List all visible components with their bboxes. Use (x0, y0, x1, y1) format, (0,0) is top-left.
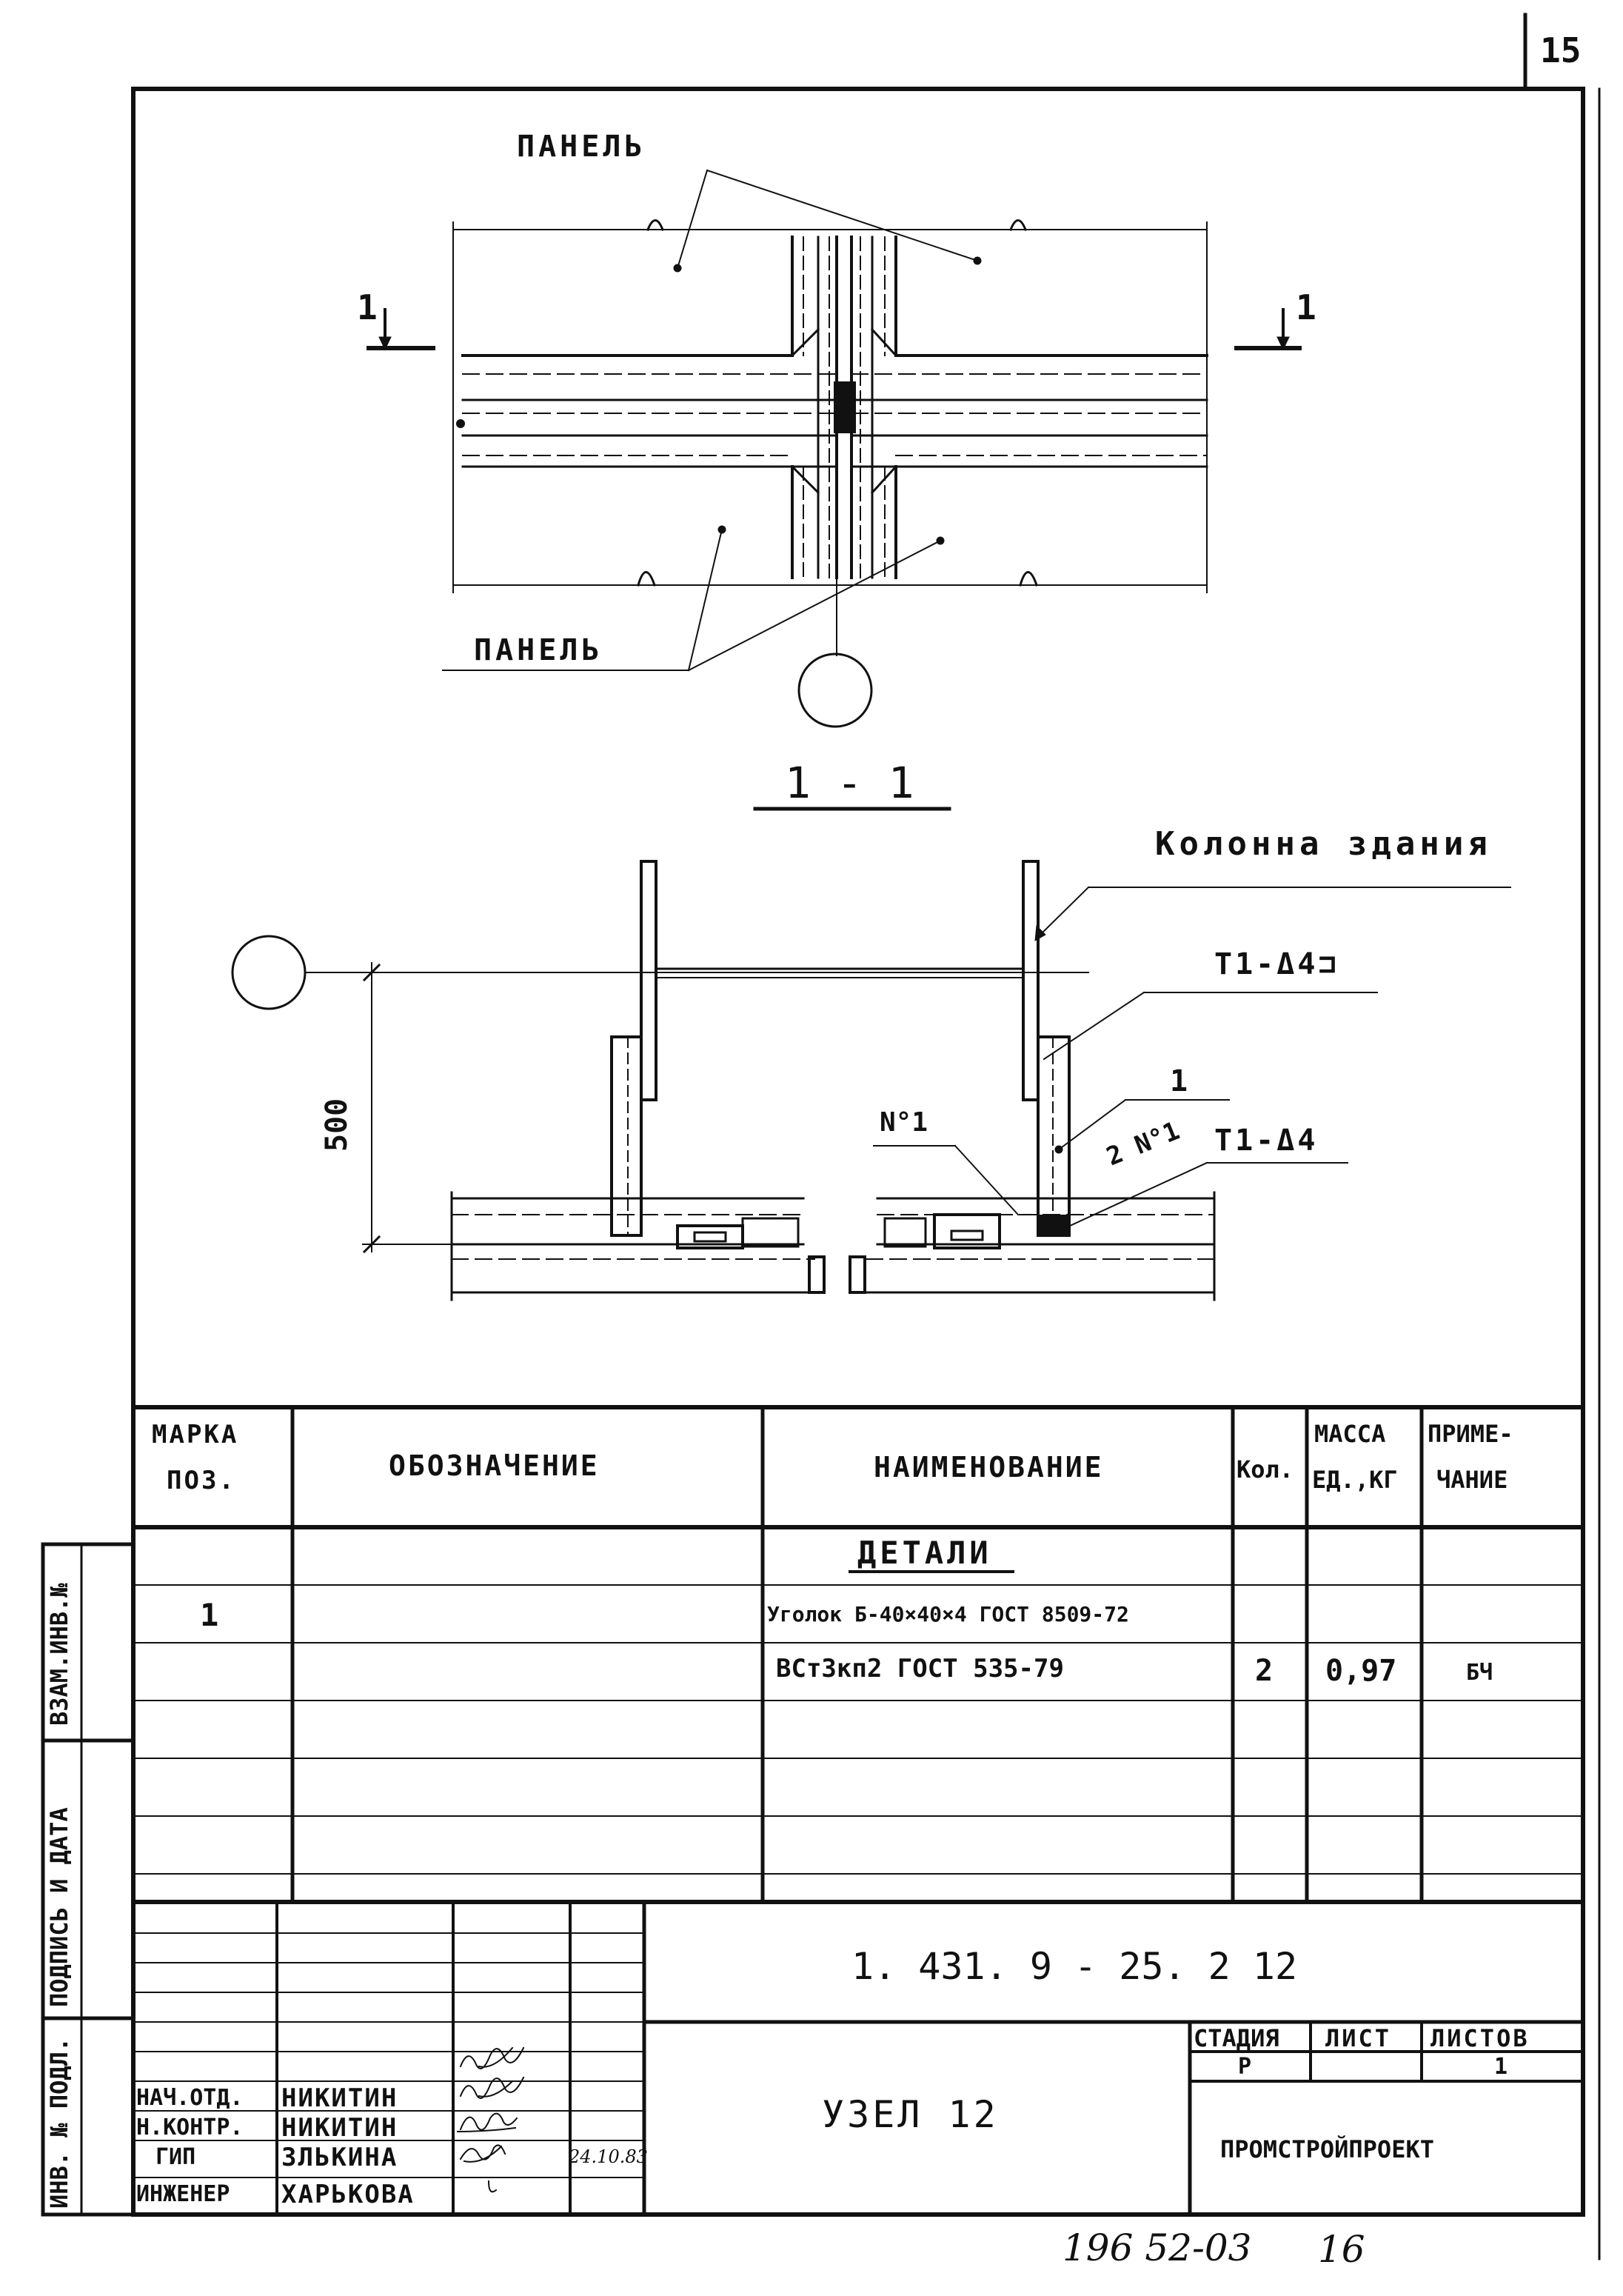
stage-value: Р (1238, 2054, 1252, 2080)
staff-role-1: НАЧ.ОТД. (136, 2085, 244, 2111)
row1-mark: 1 (200, 1597, 219, 1633)
staff-role-2: Н.КОНТР. (136, 2115, 244, 2140)
header-mass-line2: ЕД.,КГ (1312, 1466, 1398, 1494)
row2-note: БЧ (1466, 1660, 1493, 1686)
strip-sign-date: ПОДПИСЬ И ДАТА (45, 1807, 73, 2007)
section-title: 1 - 1 (785, 758, 914, 808)
strip-swap-inv: ВЗАМ.ИНВ.№ (45, 1583, 73, 1726)
staff-role-3: ГИП (155, 2144, 196, 2170)
section-view (231, 860, 1511, 1301)
weld-label-top: T1-Δ4⊐ (1214, 947, 1339, 981)
dimension-500: 500 (320, 1098, 354, 1152)
stage-header: СТАДИЯ (1194, 2024, 1279, 2052)
header-designation: ОБОЗНАЧЕНИЕ (389, 1449, 600, 1482)
header-mass-line1: МАССА (1314, 1420, 1386, 1448)
sheet-header: ЛИСТ (1325, 2024, 1392, 2052)
document-code: 1. 431. 9 - 25. 2 12 (851, 1945, 1298, 1988)
panel-label-bottom: ПАНЕЛЬ (474, 633, 603, 667)
page-number: 15 (1540, 30, 1582, 70)
title-block-grid (131, 1900, 1585, 2217)
position-label: 1 (1170, 1064, 1188, 1098)
drawing-title: УЗЕЛ 12 (822, 2093, 999, 2136)
staff-name-3: ЗЛЬКИНА (281, 2143, 398, 2172)
weld-label-bottom: T1-Δ4 (1214, 1124, 1319, 1158)
panel-label-top: ПАНЕЛЬ (517, 130, 646, 164)
row1-name: Уголок Б-40×40×4 ГОСТ 8509-72 (767, 1602, 1129, 1626)
strip-inv-orig: ИНВ. № ПОДЛ. (45, 2037, 73, 2209)
plan-view (367, 169, 1302, 728)
header-name: НАИМЕНОВАНИЕ (874, 1451, 1104, 1484)
footer-code: 196 52-03 (1063, 2226, 1252, 2269)
signatures (456, 2046, 525, 2193)
row2-name: ВСт3кп2 ГОСТ 535-79 (776, 1654, 1064, 1683)
header-mark-line1: МАРКА (152, 1420, 239, 1449)
spec-table-grid (131, 1405, 1585, 1904)
staff-name-1: НИКИТИН (281, 2083, 398, 2113)
staff-name-2: НИКИТИН (281, 2113, 398, 2143)
row2-qty: 2 (1255, 1654, 1274, 1688)
drawing-frame (131, 87, 1585, 2217)
row2-mass: 0,97 (1325, 1654, 1397, 1688)
staff-role-4: ИНЖЕНЕР (136, 2181, 230, 2207)
header-mark-line2: ПОЗ. (167, 1466, 236, 1495)
footer-page: 16 (1318, 2228, 1365, 2271)
header-note-line2: ЧАНИЕ (1436, 1466, 1508, 1494)
organization: ПРОМСТРОЙПРОЕКТ (1220, 2135, 1434, 2163)
sheets-value: 1 (1494, 2054, 1508, 2080)
section-cut-label-left: 1 (357, 287, 378, 327)
staff-name-4: ХАРЬКОВА (281, 2180, 415, 2209)
header-qty: Кол. (1237, 1455, 1294, 1484)
sheets-header: ЛИСТОВ (1430, 2024, 1530, 2052)
n1-label: N°1 (880, 1107, 928, 1138)
header-note-line1: ПРИМЕ- (1428, 1420, 1513, 1448)
side-strip-grid (41, 1542, 135, 2217)
section-cut-label-right: 1 (1296, 287, 1316, 327)
column-label: Колонна здания (1155, 825, 1492, 863)
sign-date: 24.10.83 (569, 2146, 648, 2167)
section-title-details: ДЕТАЛИ (857, 1535, 992, 1571)
